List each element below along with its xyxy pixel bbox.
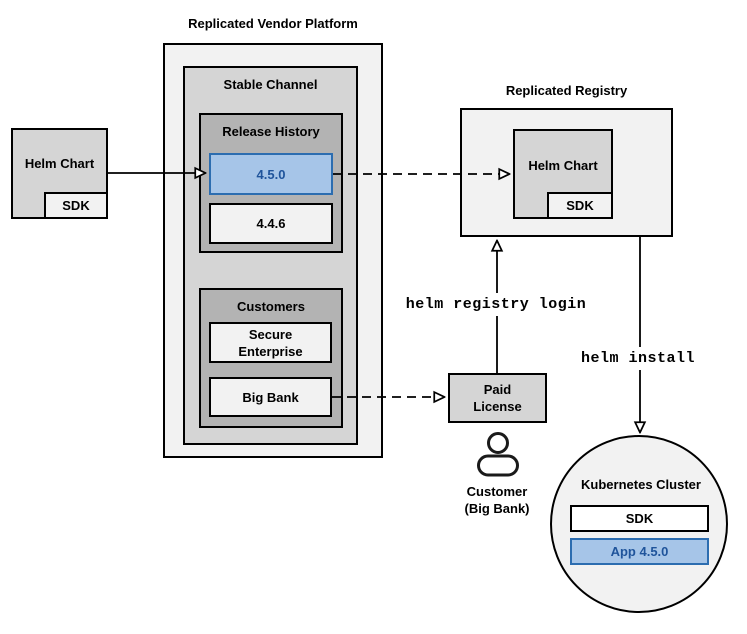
stable-channel-box: Stable Channel Release History 4.5.0 4.4… [183, 66, 358, 445]
customers-title: Customers [237, 299, 305, 314]
release-history-title: Release History [222, 124, 320, 139]
platform-title: Replicated Vendor Platform [188, 16, 358, 31]
registry-helm-chart-label: Helm Chart [528, 157, 598, 173]
customer-big-bank-box: Big Bank [209, 377, 332, 417]
registry-helm-chart-box: Helm Chart SDK [513, 129, 613, 219]
person-icon [477, 432, 519, 477]
release-4-5-0-box: 4.5.0 [209, 153, 333, 195]
release-4-4-6-label: 4.4.6 [256, 216, 286, 231]
cluster-app-box: App 4.5.0 [570, 538, 709, 565]
cluster-sdk-box: SDK [570, 505, 709, 532]
paid-license-box: Paid License [448, 373, 547, 423]
kubernetes-cluster-title: Kubernetes Cluster [581, 477, 701, 492]
customer-caption: Customer (Big Bank) [464, 484, 530, 516]
paid-license-label: Paid License [473, 382, 522, 414]
cluster-app-label: App 4.5.0 [610, 544, 669, 559]
release-4-5-0-label: 4.5.0 [256, 166, 286, 182]
registry-sdk-box: SDK [547, 192, 613, 219]
release-4-4-6-box: 4.4.6 [209, 203, 333, 244]
cmd-helm-install: helm install [566, 347, 710, 370]
cluster-sdk-label: SDK [625, 511, 654, 526]
release-history-box: Release History 4.5.0 4.4.6 [199, 113, 343, 253]
vendor-sdk-label: SDK [62, 198, 90, 213]
vendor-sdk-box: SDK [44, 192, 108, 219]
customers-box: Customers Secure Enterprise Big Bank [199, 288, 343, 428]
cmd-helm-registry-login: helm registry login [396, 293, 596, 316]
registry-sdk-label: SDK [566, 198, 594, 213]
customer-big-bank-label: Big Bank [242, 389, 299, 405]
person-body [477, 454, 519, 477]
kubernetes-cluster-circle: Kubernetes Cluster SDK App 4.5.0 [550, 435, 728, 613]
vendor-helm-chart-box: Helm Chart SDK [11, 128, 108, 219]
registry-title: Replicated Registry [505, 83, 628, 98]
customer-secure-enterprise-label: Secure Enterprise [238, 326, 303, 359]
customer-secure-enterprise-box: Secure Enterprise [209, 322, 332, 363]
platform-box: Stable Channel Release History 4.5.0 4.4… [163, 43, 383, 458]
registry-box: Helm Chart SDK [460, 108, 673, 237]
person-head [487, 432, 509, 454]
vendor-helm-chart-label: Helm Chart [24, 156, 95, 171]
stable-channel-title: Stable Channel [223, 77, 318, 92]
